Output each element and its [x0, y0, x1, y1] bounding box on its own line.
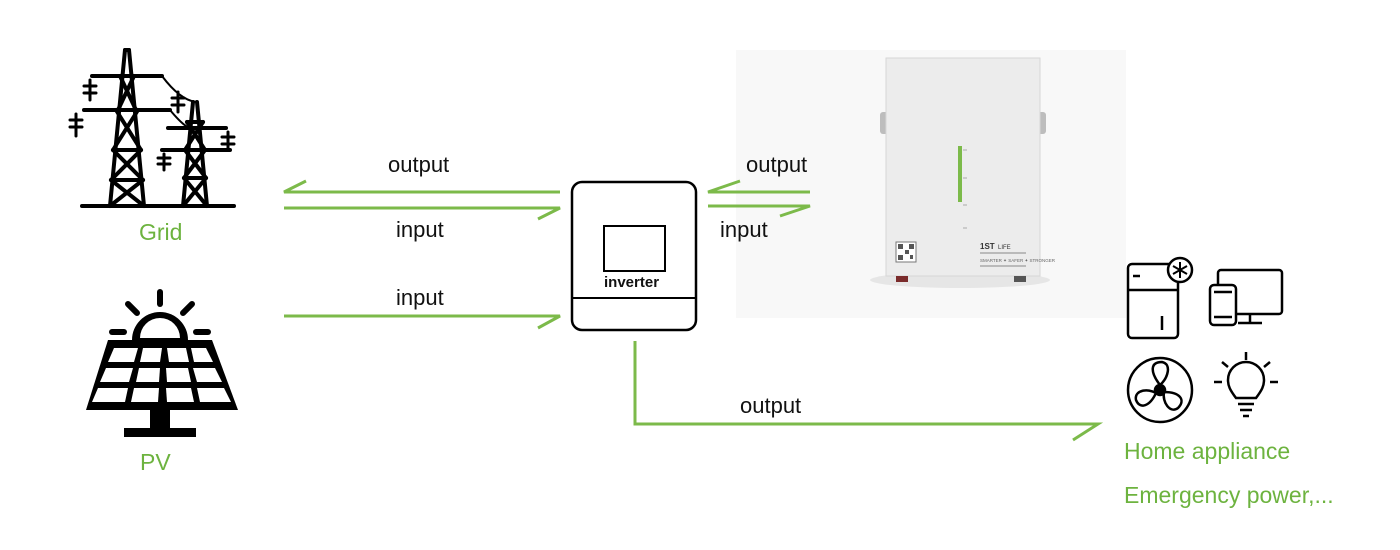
inverter-box — [570, 180, 698, 332]
transmission-tower-icon — [68, 48, 236, 208]
battery-input-arrow — [708, 204, 811, 218]
load-output-label: output — [740, 393, 802, 418]
pv-input-label: input — [396, 285, 444, 310]
battery-input-label: input — [720, 217, 768, 242]
flow-lines — [283, 179, 1104, 442]
battery-output-label: output — [746, 152, 808, 177]
battery-brand: 1ST — [980, 242, 995, 251]
battery-brand-suffix: LIFE — [998, 245, 1011, 251]
battery-cabinet: 1ST LIFE SMARTER ✦ SAFER ✦ STRONGER — [736, 50, 1126, 318]
grid-input-arrow — [284, 206, 561, 221]
qr-code — [895, 241, 917, 263]
fridge-icon — [1126, 256, 1194, 340]
home-appliance-label: Home appliance — [1124, 438, 1291, 464]
battery-slogan: SMARTER ✦ SAFER ✦ STRONGER — [980, 258, 1056, 263]
emergency-power-label: Emergency power,... — [1124, 482, 1334, 508]
grid-output-arrow — [283, 179, 560, 194]
solar-panel-icon — [86, 289, 238, 437]
pv-label: PV — [140, 449, 171, 475]
inverter-label: inverter — [604, 274, 660, 291]
battery-output-arrow — [707, 179, 810, 194]
fan-icon — [1126, 356, 1194, 424]
pv-input-arrow — [284, 314, 561, 330]
light-bulb-icon — [1214, 352, 1278, 418]
grid-label: Grid — [139, 219, 183, 245]
load-output-arrow — [633, 341, 1104, 442]
grid-output-label: output — [388, 152, 450, 177]
grid-input-label: input — [396, 217, 444, 242]
computer-devices-icon — [1208, 268, 1284, 327]
